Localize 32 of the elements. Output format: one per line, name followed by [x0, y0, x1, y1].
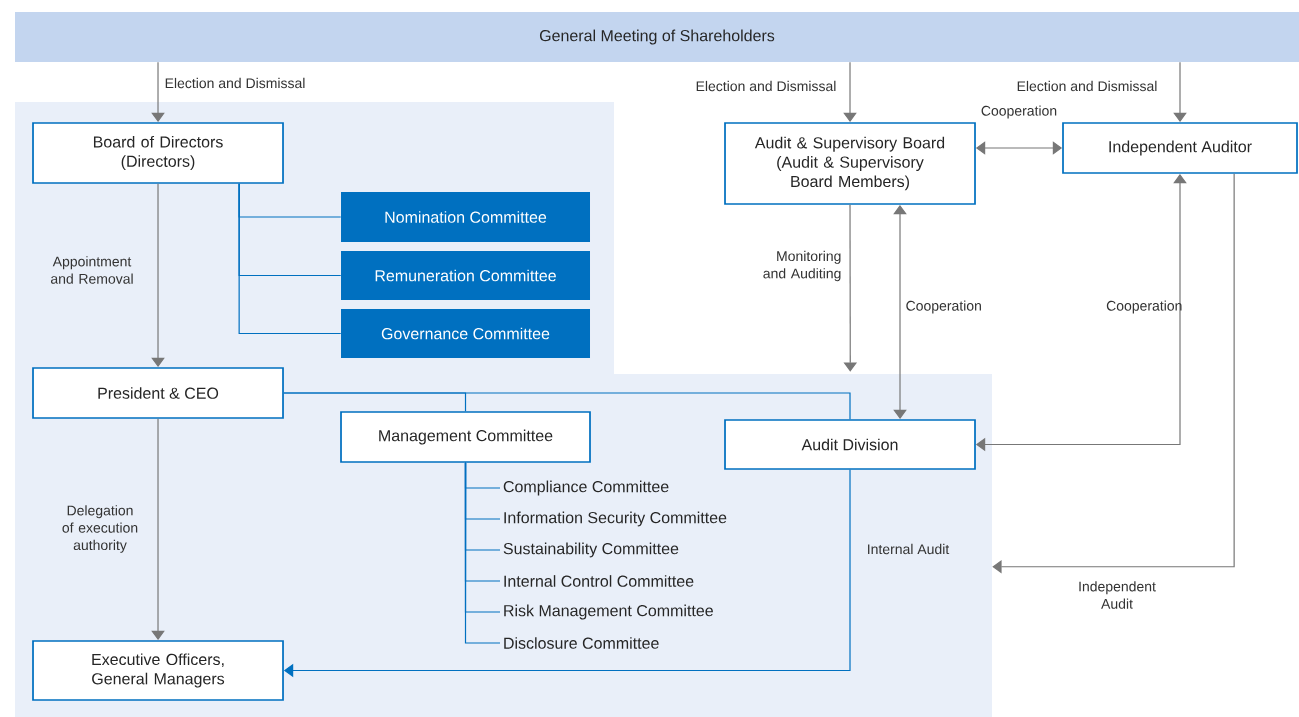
org-box: Independent Auditor: [1062, 122, 1298, 174]
edge-label: Delegation of execution authority: [62, 505, 138, 553]
edge-label: Independent Audit: [1079, 581, 1156, 609]
edge-label: Internal Audit: [868, 543, 950, 555]
committee-box: Governance Committee: [341, 309, 590, 358]
org-box: Audit Division: [724, 419, 976, 470]
connector-line: [464, 462, 501, 644]
header-band: General Meeting of Shareholders: [15, 12, 1299, 62]
connector-line: [283, 392, 851, 420]
edge-label: Election and Dismissal: [696, 80, 836, 92]
committee-label: Internal Control Committee: [504, 575, 694, 587]
connector-line: [238, 183, 342, 335]
committee-box: Nomination Committee: [341, 192, 590, 242]
committee-label: Compliance Committee: [503, 480, 669, 496]
org-box: Board of Directors (Directors): [32, 122, 284, 184]
edge-label: Cooperation: [906, 300, 981, 314]
arrow: [992, 173, 1235, 574]
edge-label: Election and Dismissal: [165, 77, 305, 89]
edge-label: Cooperation: [981, 105, 1057, 119]
edge-label: Election and Dismissal: [1017, 80, 1157, 92]
committee-box: Remuneration Committee: [341, 251, 590, 300]
org-box: Audit & Supervisory Board (Audit & Supervisory Board Members): [724, 122, 976, 205]
org-box: President & CEO: [32, 367, 284, 419]
committee-label: Information Security Committee: [504, 511, 727, 527]
committee-label: Disclosure Committee: [504, 637, 659, 649]
org-box: Executive Officers, General Managers: [32, 640, 284, 701]
edge-label: Appointment and Removal: [50, 256, 133, 284]
org-box: Management Committee: [340, 411, 591, 463]
edge-label: Monitoring and Auditing: [763, 250, 841, 282]
edge-label: Cooperation: [1106, 300, 1182, 314]
committee-label: Risk Management Committee: [504, 604, 713, 620]
committee-label: Sustainability Committee: [503, 542, 679, 558]
